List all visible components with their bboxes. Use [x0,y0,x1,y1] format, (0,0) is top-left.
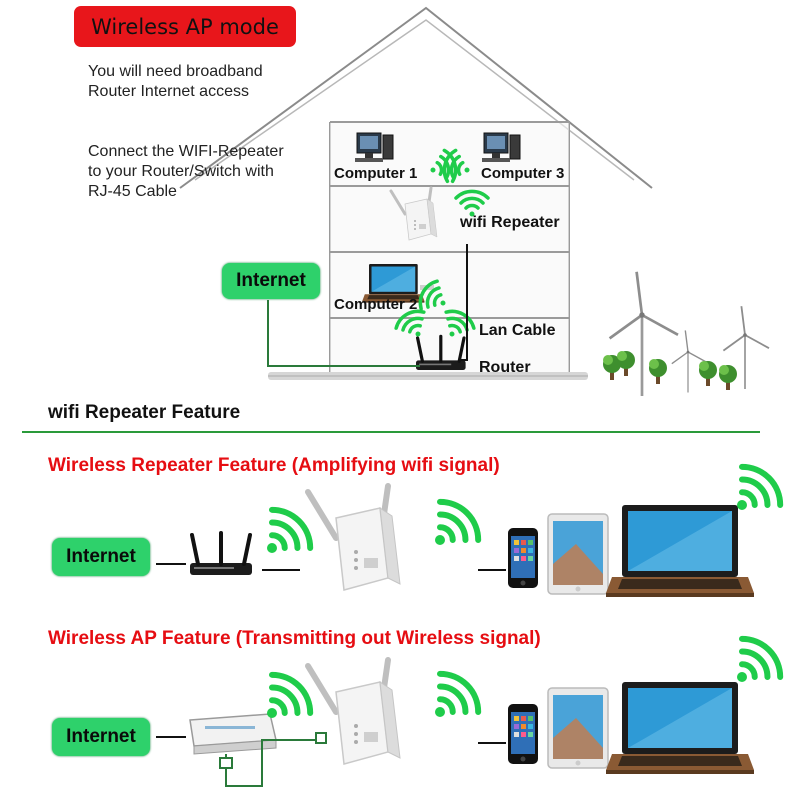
connect-line-3: RJ-45 Cable [88,183,177,200]
wifi-repeater-label: wifi Repeater [460,214,560,231]
computer-3-label: Computer 3 [481,165,565,182]
router-icon [188,531,254,577]
lan-cable-line [460,244,468,361]
connect-line-1: Connect the WIFI-Repeater [88,143,284,160]
switch-icon [189,713,277,755]
connect-text: Connect the WIFI-Repeater to your Router… [88,142,284,202]
repeater-icon [308,486,400,590]
connect-line-2: to your Router/Switch with [88,163,274,180]
feature-heading: wifi Repeater Feature [48,402,241,423]
repeater-ap-icon [308,660,400,764]
internet-badge-ap: Internet [52,718,150,756]
intro-line-2: Router Internet access [88,83,249,100]
internet-cable-line [267,300,420,367]
wind-turbine-icon [608,270,680,398]
internet-label-house: Internet [236,270,306,291]
computer-1-label: Computer 1 [334,165,418,182]
computer-2-label: Computer 2 [334,296,418,313]
internet-badge-repeater: Internet [52,538,150,576]
wifi-signal-icon [249,502,318,571]
roof-outline [179,6,653,189]
internet-badge-house: Internet [222,263,320,299]
phone-icon [508,528,538,588]
internet-label-repeater: Internet [66,546,136,567]
mode-title: Wireless AP mode [91,14,279,39]
repeater-feature-title: Wireless Repeater Feature (Amplifying wi… [48,455,500,476]
ap-feature-title: Wireless AP Feature (Transmitting out Wi… [48,628,541,649]
intro-text: You will need broadband Router Internet … [88,62,263,102]
lan-cable-label: Lan Cable [479,322,556,339]
intro-line-1: You will need broadband [88,63,263,80]
laptop-icon [606,505,754,597]
router-label: Router [479,359,531,376]
mode-title-badge: Wireless AP mode [74,6,296,47]
tablet-icon [547,513,609,595]
internet-label-ap: Internet [66,726,136,747]
